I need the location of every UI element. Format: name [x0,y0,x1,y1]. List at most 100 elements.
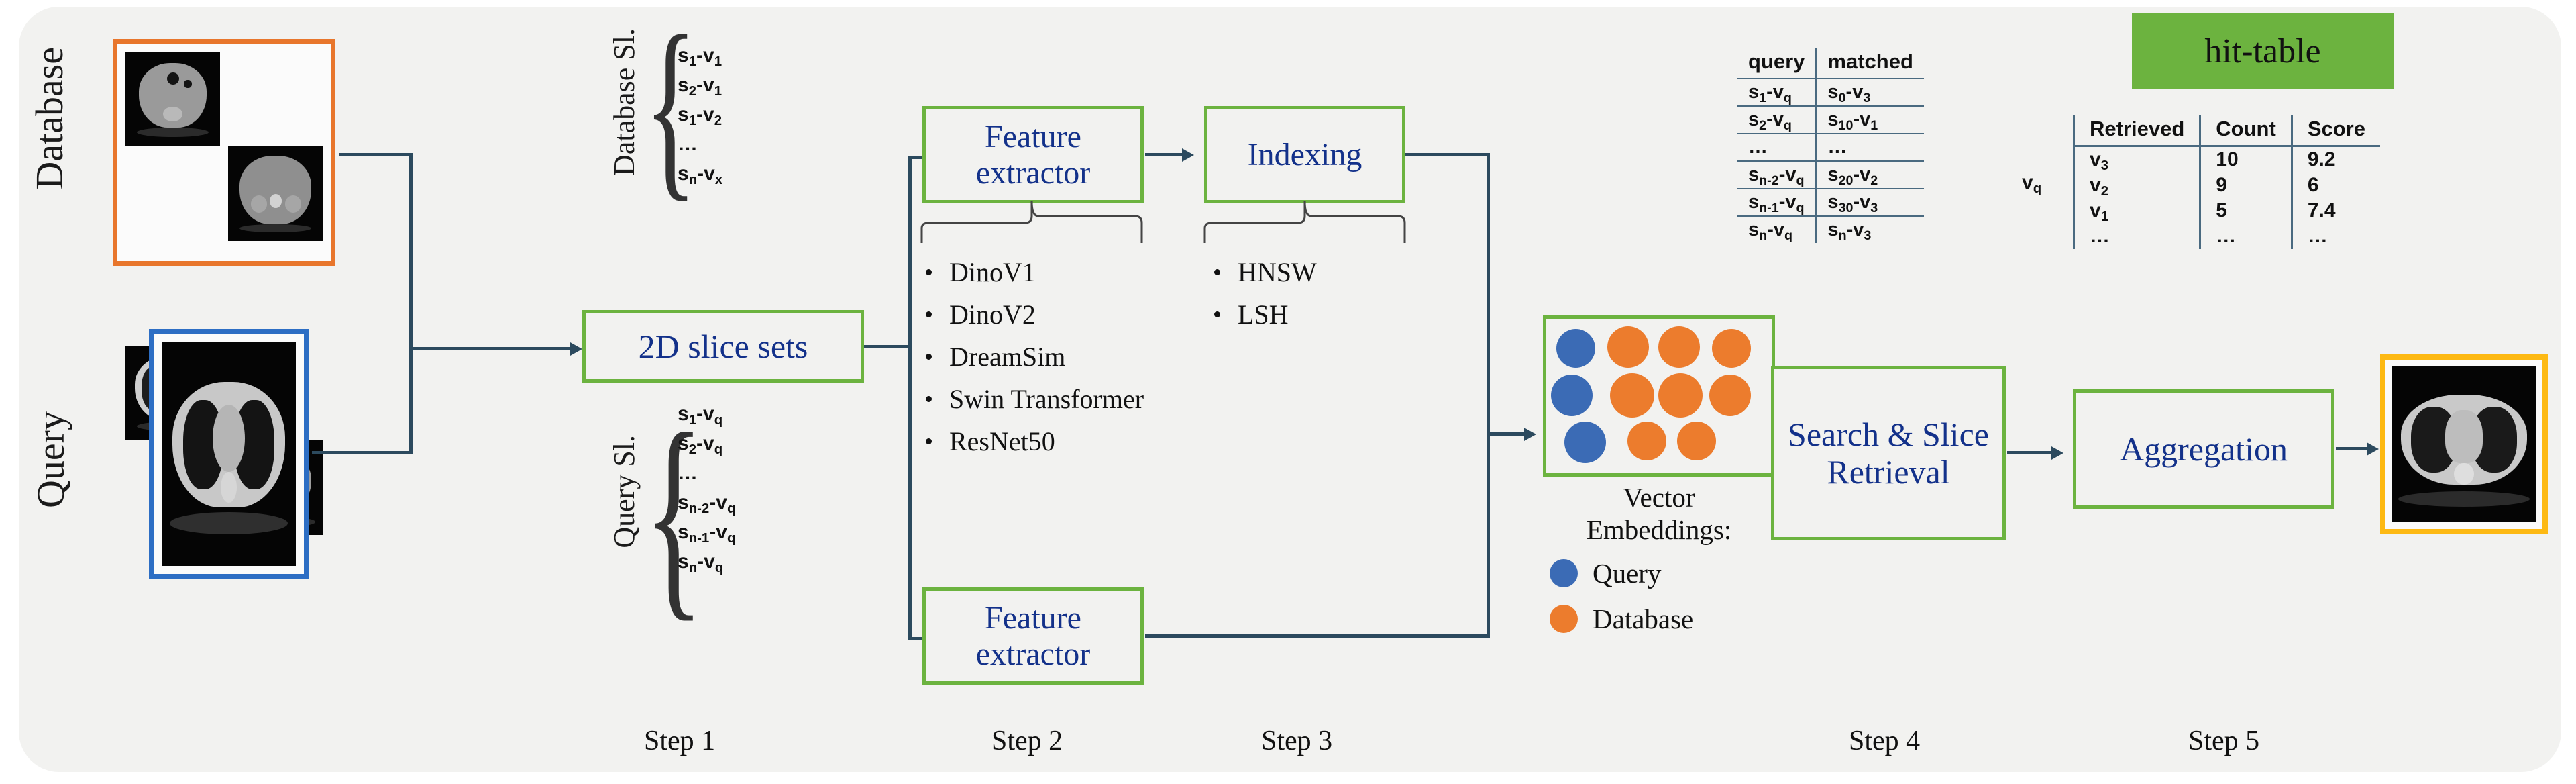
bullet-icon [926,438,932,444]
feature-extractor-bottom-box[interactable]: Feature extractor [922,587,1144,685]
option-label: ResNet50 [949,426,1055,456]
match-matched-cell: sn-v3 [1815,215,1924,243]
embedding-dot-query [1551,375,1593,416]
option-label: LSH [1238,299,1289,330]
query-label: Query [29,411,72,508]
feature-extractor-options-list: DinoV1 DinoV2 DreamSim Swin Transformer … [926,256,1144,468]
match-matched-cell: s10-v1 [1815,105,1924,134]
vector-embeddings-grid [1543,315,1775,477]
database-ct-1 [125,52,221,146]
aggregation-box[interactable]: Aggregation [2073,389,2334,509]
search-retrieval-box[interactable]: Search & Slice Retrieval [1771,366,2006,540]
step-label-3: Step 3 [1261,726,1333,756]
hit-score-cell: … [2290,224,2380,249]
query-slice-item: s2-vq [678,432,723,457]
database-image-group [113,39,335,535]
step-label-2: Step 2 [991,726,1063,756]
database-slice-item: sn-vx [678,162,723,187]
query-slice-item: sn-2-vq [678,491,736,516]
hit-retrieved-cell: v2 [2072,173,2200,199]
match-query-cell: sn-1-vq [1737,188,1817,216]
hit-count-cell: 5 [2199,198,2292,224]
query-slices-brace: { [644,387,704,640]
arrow-to-aggregation-icon [2051,446,2063,460]
query-slice-item: sn-vq [678,550,724,575]
hit-table-header-row: Retrieved Count Score [2072,115,2380,147]
database-slice-item: s2-v1 [678,74,722,99]
connector-into-embeddings [1487,432,1528,436]
hit-count-cell: 9 [2199,173,2292,198]
connector-fan-vertical [908,156,912,640]
option-label: DinoV1 [949,257,1036,287]
table-row: v2 9 6 [2072,173,2380,199]
query-slice-item: … [678,462,698,484]
match-table-header-query: query [1748,50,1805,73]
bullet-icon [926,311,932,317]
query-slice-item: sn-1-vq [678,521,736,546]
legend-label: Query [1593,558,1662,589]
match-query-cell: sn-vq [1737,215,1817,243]
arrow-into-slice-sets-icon [570,342,582,356]
table-row: v3 10 9.2 [2072,146,2380,173]
connector-fe-bottom-out [1145,634,1490,638]
match-query-cell: … [1737,133,1817,161]
option-label: Swin Transformer [949,384,1144,414]
connector-query-to-slices [312,451,413,454]
query-slices-label: Query Sl. [608,435,641,548]
feature-extractor-option[interactable]: DinoV1 [926,256,1144,288]
table-row: v1 5 7.4 [2072,198,2380,224]
legend-database: Database [1550,603,1693,635]
query-image-group [149,329,309,579]
connector-db-to-slices [339,153,413,156]
database-slice-item: s1-v1 [678,44,722,69]
hit-header-count: Count [2199,115,2292,147]
embedding-dot-database [1627,422,1666,460]
database-slice-item: s1-v2 [678,103,722,128]
arrow-to-indexing-icon [1182,148,1194,162]
match-matched-cell: … [1815,133,1924,161]
connector-slicesets-out [864,345,911,348]
hit-table-row-label: vq [2022,171,2042,196]
step-label-1: Step 1 [644,726,716,756]
bullet-icon [926,354,932,360]
legend-swatch-query-icon [1550,559,1578,587]
feature-extractor-top-box[interactable]: Feature extractor [922,106,1144,203]
database-slices-brace: { [644,0,698,217]
arrow-into-embeddings-icon [1524,428,1536,441]
brace-svg [920,201,1143,243]
feature-extractor-option[interactable]: ResNet50 [926,426,1144,457]
feature-extractor-option[interactable]: DreamSim [926,341,1144,373]
bullet-icon [1214,311,1220,317]
hit-count-cell: 10 [2199,146,2292,173]
option-label: DreamSim [949,342,1066,372]
result-ct [2392,366,2536,522]
match-table-header-row: query matched [1737,48,1924,79]
database-slice-item: … [678,133,698,155]
embedding-dot-database [1658,373,1703,418]
brace-svg [1203,201,1406,243]
indexing-option[interactable]: HNSW [1214,256,1317,288]
connector-vertical-join [409,153,413,454]
embedding-dot-database [1677,422,1716,460]
database-ct-2 [227,146,323,241]
indexing-option[interactable]: LSH [1214,299,1317,330]
embedding-dot-database [1712,329,1751,368]
hit-header-retrieved: Retrieved [2072,115,2200,147]
match-matched-cell: s0-v3 [1815,78,1924,106]
caption-line-1: Vector [1623,482,1695,513]
embedding-dot-query [1564,422,1606,463]
slice-sets-box[interactable]: 2D slice sets [582,310,864,383]
indexing-options-list: HNSW LSH [1214,256,1317,341]
database-slice-list: s1-v1 s2-v1 s1-v2 … sn-vx [678,46,722,193]
query-ct [162,342,296,566]
feature-extractor-option[interactable]: Swin Transformer [926,383,1144,415]
hit-retrieved-cell: v3 [2072,146,2200,173]
feature-extractor-option[interactable]: DinoV2 [926,299,1144,330]
indexing-box[interactable]: Indexing [1204,106,1405,203]
